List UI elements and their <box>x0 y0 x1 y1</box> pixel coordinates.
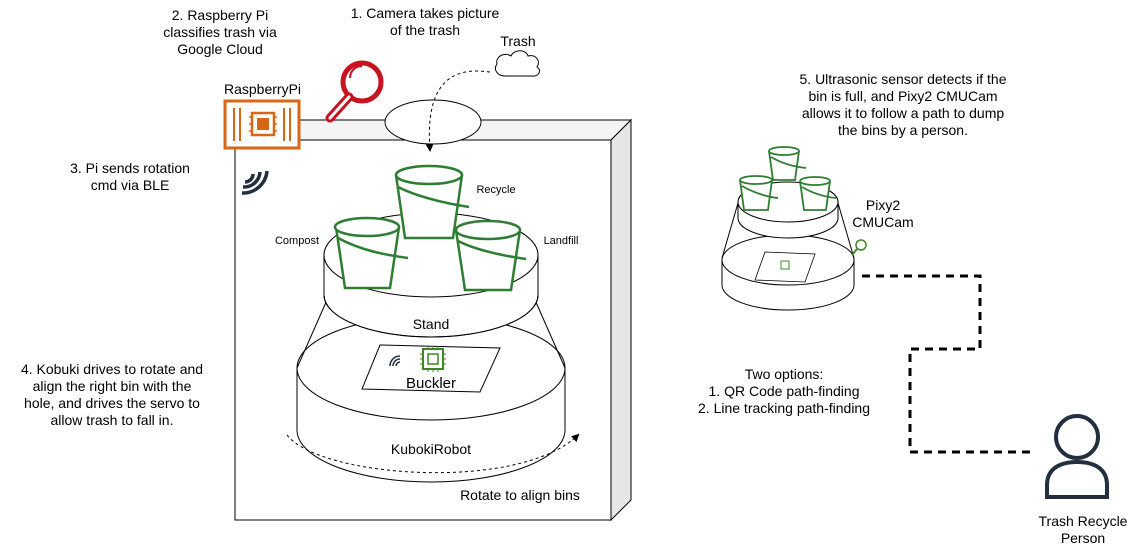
step-2-label: 2. Raspberry Pi classifies trash via Goo… <box>163 7 277 57</box>
step-4-label: 4. Kobuki drives to rotate and align the… <box>20 361 204 428</box>
compost-bin <box>333 216 409 290</box>
magnifier-icon <box>325 60 384 123</box>
trash-drop-arrow <box>425 70 491 152</box>
small-robot-bins <box>739 146 837 211</box>
stand-label: Stand <box>412 316 450 332</box>
landfill-label: Landfill <box>543 235 579 247</box>
person-label: Trash Recycle Person <box>1038 513 1128 546</box>
trash-hole <box>384 99 482 145</box>
cloud-icon <box>494 50 540 77</box>
rotate-arrow <box>286 433 580 474</box>
small-robot <box>721 181 855 311</box>
rotate-label: Rotate to align bins <box>460 487 580 503</box>
buckler-board <box>361 344 501 393</box>
step-1-label: 1. Camera takes picture of the trash <box>350 5 500 38</box>
recycle-bin <box>394 164 470 240</box>
buckler-label: Buckler <box>405 375 457 392</box>
step-5-label: 5. Ultrasonic sensor detects if the bin … <box>799 71 1007 138</box>
raspberry-pi-chip-icon <box>223 99 301 150</box>
recycle-label: Recycle <box>476 184 516 196</box>
trash-label: Trash <box>500 33 536 49</box>
person-icon <box>1045 414 1109 499</box>
wireless-signal-icon <box>241 170 269 195</box>
options-label: Two options: 1. QR Code path-finding 2. … <box>698 366 870 416</box>
pixy-label: Pixy2 CMUCam <box>852 197 914 230</box>
wireless-signal-small-icon <box>389 355 401 367</box>
landfill-bin <box>454 219 527 292</box>
chip-icon <box>420 346 446 372</box>
camera-icon <box>851 239 867 256</box>
step-3-label: 3. Pi sends rotation cmd via BLE <box>70 160 190 193</box>
kobuki-label: KubokiRobot <box>390 441 472 457</box>
compost-label: Compost <box>274 235 320 247</box>
raspberry-pi-label: RaspberryPi <box>223 81 302 97</box>
path-to-person <box>862 274 1030 454</box>
